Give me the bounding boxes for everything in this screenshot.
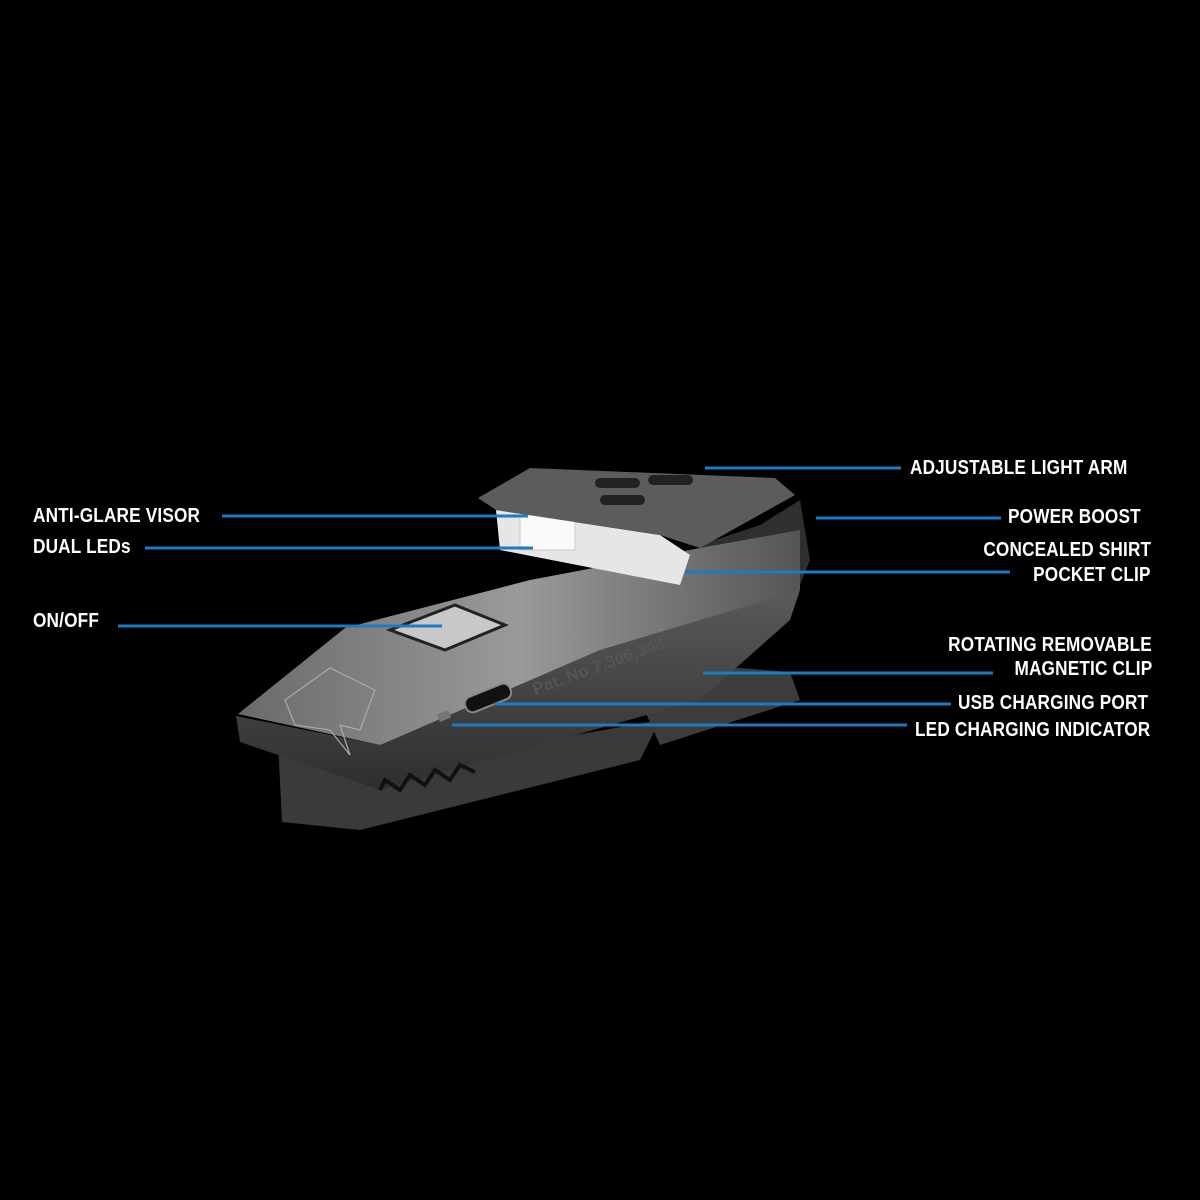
usb-port [463, 682, 513, 714]
label-led-indicator: LED CHARGING INDICATOR [915, 719, 1151, 741]
label-on-off: ON/OFF [33, 610, 100, 632]
on-off-button[interactable] [385, 603, 509, 652]
device-top-surface [238, 530, 800, 745]
leader-lines [118, 466, 1010, 727]
label-concealed-clip-line2: POCKET CLIP [1033, 564, 1151, 586]
label-concealed-clip-line1: CONCEALED SHIRT [983, 539, 1151, 561]
label-usb-port: USB CHARGING PORT [958, 692, 1149, 714]
label-adjustable-light-arm: ADJUSTABLE LIGHT ARM [910, 457, 1128, 479]
q-logo-icon [284, 667, 376, 756]
arm-slot [600, 495, 645, 505]
device-body [236, 590, 800, 790]
clip-teeth [378, 762, 476, 793]
label-magnetic-clip-line2: MAGNETIC CLIP [1014, 658, 1152, 680]
label-anti-glare-visor: ANTI-GLARE VISOR [33, 505, 201, 527]
dual-leds [519, 514, 576, 551]
label-power-boost: POWER BOOST [1008, 506, 1141, 528]
label-magnetic-clip-line1: ROTATING REMOVABLE [948, 634, 1152, 656]
arm-slot [595, 478, 640, 488]
device-base [278, 720, 660, 830]
label-dual-leds: DUAL LEDs [33, 536, 131, 558]
arm-slot [648, 475, 693, 485]
light-arm-top [478, 468, 795, 548]
led-indicator [436, 710, 452, 722]
